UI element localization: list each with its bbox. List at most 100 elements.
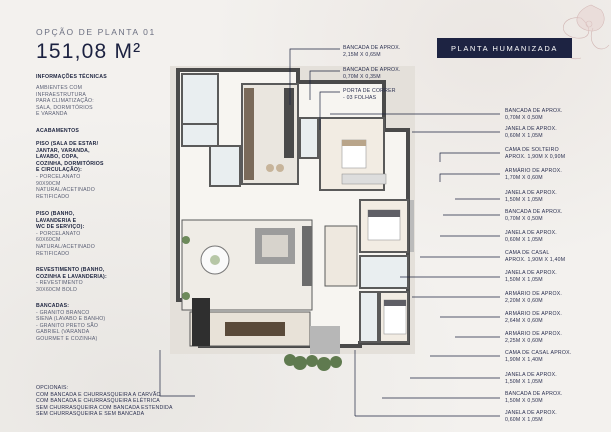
wall-cladding-spec: REVESTIMENTO (BANHO,COZINHA E LAVANDERIA… <box>36 267 107 293</box>
countertops-heading-line: BANCADAS: <box>36 303 70 309</box>
plan-callout-line: APROX. 1,90M X 0,90M <box>505 153 566 160</box>
plan-callout-label: BANCADA DE APROX.0,70M X 0,50M <box>505 209 563 222</box>
plan-callout-label: ARMÁRIO DE APROX.2,64M X 0,60M <box>505 311 562 324</box>
plan-option-label: OPÇÃO DE PLANTA 01 <box>36 27 156 37</box>
plan-callout-line: BANCADA DE APROX. <box>505 108 563 114</box>
plan-callout-line: 1,50M X 1,05M <box>505 378 543 385</box>
label-countertop-2: BANCADA DE APROX.0,70M X 0,35M <box>343 67 401 80</box>
wall-cladding-heading-line: COZINHA E LAVANDERIA): <box>36 273 107 280</box>
countertops-text-line: GABRIEL (VARANDA <box>36 329 90 336</box>
plan-callout-line: APROX. 1,90M X 1,40M <box>505 256 566 263</box>
optionals-line: SEM CHURRASQUEIRA E SEM BANCADA <box>36 411 145 418</box>
wall-cladding-text-line: 30X60CM BOLD <box>36 286 78 293</box>
plan-callout-line: 2,64M X 0,60M <box>505 317 543 324</box>
technical-info-line: AMBIENTES COM <box>36 85 83 91</box>
technical-info-line: SALA, DORMITÓRIOS <box>36 104 93 111</box>
plan-callout-line: 1,90M X 1,40M <box>505 356 543 363</box>
floor-spec-2-heading-line: WC DE SERVIÇO): <box>36 224 85 231</box>
floor-spec-2-heading-line: LAVANDERIA E <box>36 217 77 224</box>
plan-callout-line: 2,20M X 0,60M <box>505 297 543 304</box>
plan-callout-line: CAMA DE CASAL APROX. <box>505 350 572 356</box>
technical-info-line: PARA CLIMATIZAÇÃO: <box>36 98 94 105</box>
plan-callout-line: CAMA DE SOLTEIRO <box>505 147 559 153</box>
optionals-line: SEM CHURRASQUEIRA COM BANCADA ESTENDIDA <box>36 404 173 411</box>
countertops-text-line: GOURMET E COZINHA) <box>36 335 98 342</box>
flower-decoration <box>563 4 610 60</box>
plan-callout-label: JANELA DE APROX.1,50M X 1,05M <box>505 372 557 385</box>
plan-callout-line: JANELA DE APROX. <box>505 190 557 196</box>
floor-spec-1-text-line: 90X90CM <box>36 180 61 187</box>
floor-spec-1-heading-line: PISO (SALA DE ESTAR/ <box>36 141 99 147</box>
plan-area: 151,08 M² <box>36 40 142 63</box>
plan-callout-line: BANCADA DE APROX. <box>505 391 563 397</box>
floor-spec-1: PISO (SALA DE ESTAR/JANTAR, VARANDA,LAVA… <box>36 141 104 200</box>
plan-callout-line: ARMÁRIO DE APROX. <box>505 331 563 337</box>
wall-cladding-text-line: - REVESTIMENTO <box>36 280 83 287</box>
optionals-line: COM BANCADA E CHURRASQUEIRA ELÉTRICA <box>36 398 160 405</box>
plan-callout-label: JANELA DE APROX.0,60M X 1,05M <box>505 126 557 139</box>
plan-callout-line: 2,25M X 0,60M <box>505 337 543 344</box>
humanized-plan-badge: PLANTA HUMANIZADA <box>437 38 572 58</box>
wall-cladding-heading-line: REVESTIMENTO (BANHO, <box>36 267 105 273</box>
plan-callout-line: ARMÁRIO DE APROX. <box>505 291 563 297</box>
plan-callout-line: ARMÁRIO DE APROX. <box>505 311 563 317</box>
plan-callout-label: BANCADA DE APROX.0,70M X 0,50M <box>505 108 563 121</box>
plan-callout-line: 0,60M X 1,05M <box>505 416 543 423</box>
optionals-line: COM BANCADA E CHURRASQUEIRA A CARVÃO <box>36 391 161 398</box>
plan-callout-line: 1,70M X 0,60M <box>505 174 543 181</box>
finishes-heading: ACABAMENTOS <box>36 128 80 134</box>
floor-spec-1-text-line: NATURAL/ACETINADO <box>36 187 95 194</box>
plan-callout-line: ARMÁRIO DE APROX. <box>505 168 563 174</box>
floor-spec-1-heading-line: E CIRCULAÇÃO): <box>36 167 83 174</box>
floor-spec-2-text-line: NATURAL/ACETINADO <box>36 243 95 250</box>
plan-callout-line: 1,50M X 1,05M <box>505 276 543 283</box>
label-countertop-1: BANCADA DE APROX.2,15M X 0,65M <box>343 45 401 58</box>
plan-callout-label: JANELA DE APROX.0,60M X 1,05M <box>505 230 557 243</box>
plan-callout-label: JANELA DE APROX.0,60M X 1,05M <box>505 410 557 423</box>
technical-info-line: INFRAESTRUTURA <box>36 91 87 98</box>
plan-callout-label: ARMÁRIO DE APROX.1,70M X 0,60M <box>505 168 562 181</box>
plan-callout-label: JANELA DE APROX.1,50M X 1,05M <box>505 190 557 203</box>
plan-callout-line: CAMA DE CASAL <box>505 250 550 256</box>
plan-callout-line: JANELA DE APROX. <box>505 410 557 416</box>
plan-callout-line: 0,60M X 1,05M <box>505 132 543 139</box>
floor-spec-1-text-line: RETIFICADO <box>36 193 70 200</box>
countertops-text-line: - GRANITO PRETO SÃO <box>36 322 99 329</box>
plan-callout-line: JANELA DE APROX. <box>505 270 557 276</box>
plan-callout-label: ARMÁRIO DE APROX.2,25M X 0,60M <box>505 331 562 344</box>
optionals-heading-line: OPCIONAIS: <box>36 385 69 391</box>
floor-spec-1-heading-line: COZINHA, DORMITÓRIOS <box>36 160 104 167</box>
countertops-text-line: SIENA (LAVABO E BANHO) <box>36 316 106 323</box>
label-sliding-door: PORTA DE CORRER- 03 FOLHAS <box>343 88 396 101</box>
plan-callout-label: JANELA DE APROX.1,50M X 1,05M <box>505 270 557 283</box>
technical-info-line: E VARANDA <box>36 111 68 118</box>
countertops-text-line: - GRANITO BRANCO <box>36 309 90 316</box>
optionals-list: OPCIONAIS:COM BANCADA E CHURRASQUEIRA A … <box>36 385 173 418</box>
floor-spec-2-heading-line: PISO (BANHO, <box>36 211 75 217</box>
technical-info-heading: INFORMAÇÕES TÉCNICAS <box>36 74 107 80</box>
floor-spec-1-heading-line: LAVABO, COPA, <box>36 154 79 161</box>
plan-callout-line: JANELA DE APROX. <box>505 126 557 132</box>
plan-callout-line: 1,50M X 1,05M <box>505 196 543 203</box>
plan-callout-label: CAMA DE CASAL APROX.1,90M X 1,40M <box>505 350 571 363</box>
plan-callout-line: 0,70M X 0,50M <box>505 114 543 121</box>
plan-callout-label: ARMÁRIO DE APROX.2,20M X 0,60M <box>505 291 562 304</box>
plan-callout-line: 0,70M X 0,50M <box>505 215 543 222</box>
floor-spec-1-heading-line: JANTAR, VARANDA, <box>36 147 90 154</box>
floor-spec-1-text-line: - PORCELANATO <box>36 173 81 180</box>
floor-spec-2-text-line: - PORCELANATO <box>36 230 81 237</box>
floor-spec-2-text-line: 60X60CM <box>36 237 61 244</box>
plan-callout-line: BANCADA DE APROX. <box>505 209 563 215</box>
plan-callout-line: JANELA DE APROX. <box>505 372 557 378</box>
floor-spec-2-text-line: RETIFICADO <box>36 250 70 257</box>
plan-callout-label: BANCADA DE APROX.1,50M X 0,50M <box>505 391 563 404</box>
plan-callout-line: 1,50M X 0,50M <box>505 397 543 404</box>
plan-callout-line: JANELA DE APROX. <box>505 230 557 236</box>
plan-callout-line: 0,60M X 1,05M <box>505 236 543 243</box>
